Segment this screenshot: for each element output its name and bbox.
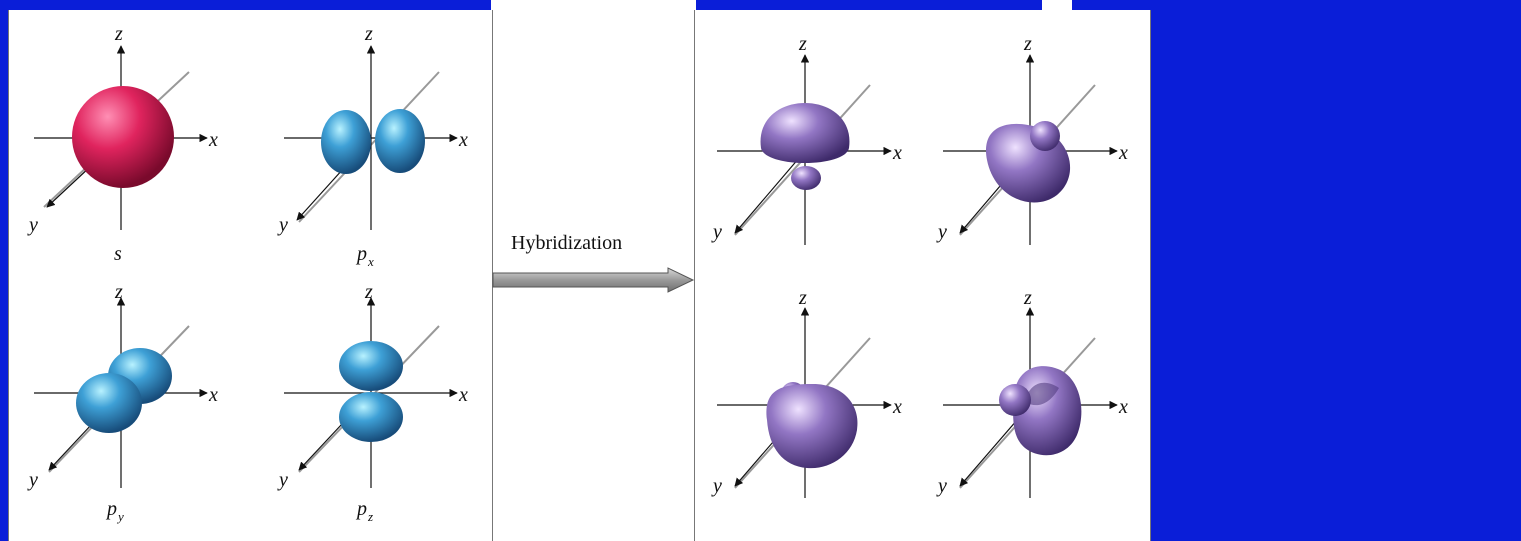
x-axis-label: x [208, 129, 218, 151]
title-strip-fragment-1 [491, 0, 696, 10]
z-axis-label: z [1023, 287, 1032, 309]
px-lobe-right [375, 109, 425, 173]
right-arrow-icon [493, 268, 693, 292]
px-orbital-figure: x z y px [277, 23, 468, 269]
atomic-orbitals-panel: x z y s x z y px x z y [8, 10, 493, 541]
py-orbital-figure: x z y py [27, 281, 218, 524]
y-axis-label: y [277, 469, 288, 491]
pz-lobe-bottom [339, 392, 403, 442]
z-axis-label: z [114, 23, 123, 45]
sp3-orbital-4: x z y [936, 287, 1128, 498]
s-orbital-label: s [114, 243, 122, 265]
s-orbital-figure: x z y s [27, 23, 218, 265]
y-axis-label: y [27, 214, 38, 236]
x-axis-label: x [1118, 396, 1128, 418]
y-axis-label: y [711, 221, 722, 243]
x-axis-label: x [892, 396, 902, 418]
x-axis-label: x [208, 384, 218, 406]
z-axis-label: z [114, 281, 123, 303]
title-strip-fragment-2 [1042, 0, 1072, 10]
sp3-hybrid-orbitals-diagram: x z y x z y x z y [695, 10, 1150, 541]
pz-orbital-label: pz [355, 498, 373, 524]
y-axis-label: y [277, 214, 288, 236]
px-lobe-left [321, 110, 371, 174]
y-axis-label: y [711, 475, 722, 497]
sp3-orbital-3: x z y [711, 287, 902, 498]
hybridization-arrow [493, 10, 694, 541]
py-lobe-front [76, 373, 142, 433]
y-axis-label: y [27, 469, 38, 491]
x-axis-label: x [458, 384, 468, 406]
hybrid-orbitals-panel: x z y x z y x z y [694, 10, 1151, 541]
x-axis-label: x [1118, 142, 1128, 164]
pz-lobe-top [339, 341, 403, 391]
sp3-orbital-1: x z y [711, 33, 902, 245]
x-axis-label: x [892, 142, 902, 164]
z-axis-label: z [1023, 33, 1032, 55]
y-axis-label: y [936, 475, 947, 497]
px-orbital-label: px [355, 243, 374, 269]
z-axis-label: z [798, 33, 807, 55]
py-orbital-label: py [105, 498, 124, 524]
z-axis-label: z [364, 23, 373, 45]
pz-orbital-figure: x z y pz [277, 281, 468, 524]
sp3-orbital-2: x z y [936, 33, 1128, 245]
x-axis-label: x [458, 129, 468, 151]
s-orbital-sphere [72, 86, 174, 188]
hybridization-arrow-panel: Hybridization [492, 10, 695, 541]
atomic-orbitals-diagram: x z y s x z y px x z y [9, 10, 492, 541]
y-axis-label: y [936, 221, 947, 243]
z-axis-label: z [798, 287, 807, 309]
z-axis-label: z [364, 281, 373, 303]
